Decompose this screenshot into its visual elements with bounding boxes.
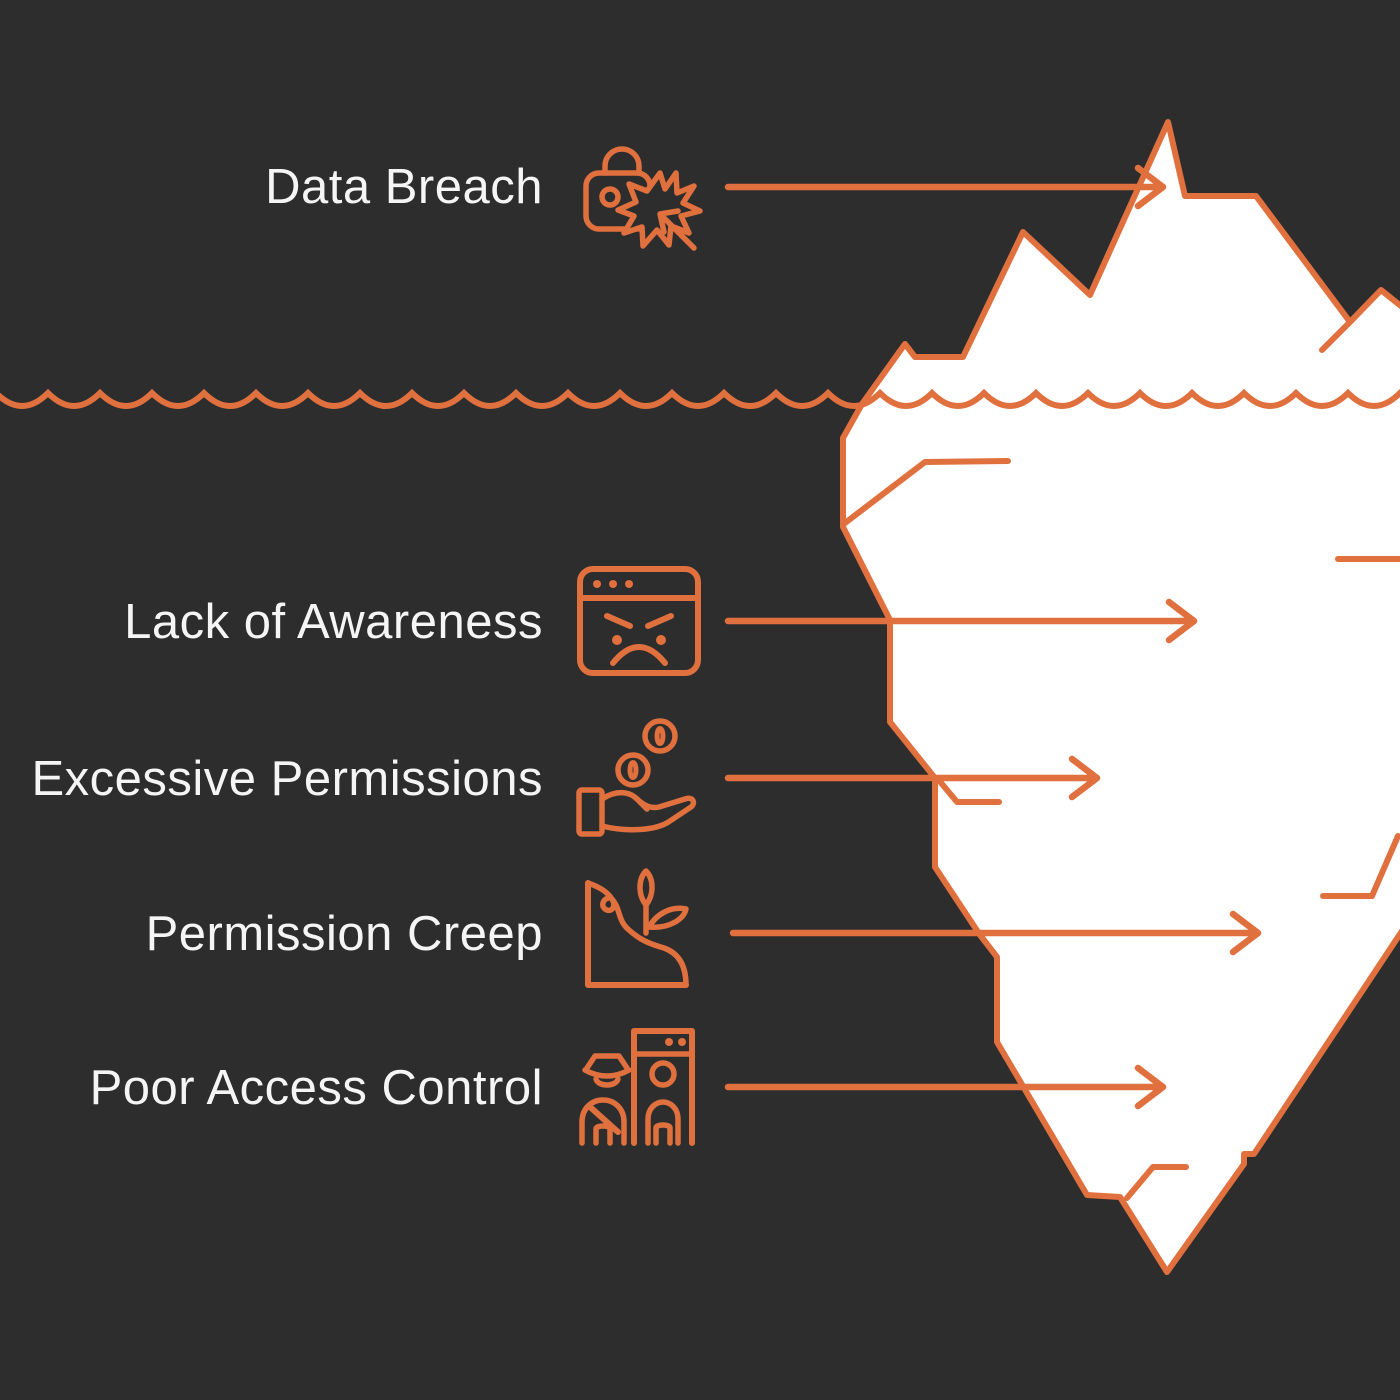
growing-plant-icon (585, 868, 689, 988)
arrow-lack-of-awareness (724, 598, 1198, 644)
label-lack-of-awareness: Lack of Awareness (124, 595, 543, 649)
connector-arrows (724, 164, 1262, 1110)
arrow-permission-creep (729, 910, 1262, 956)
security-gate-icon (579, 1028, 695, 1146)
crack-line (842, 458, 1011, 526)
label-permission-creep: Permission Creep (145, 907, 543, 961)
iceberg-shape (840, 119, 1400, 1275)
crack-line (1319, 319, 1353, 353)
label-poor-access-control: Poor Access Control (89, 1061, 543, 1115)
crack-line (1320, 833, 1400, 899)
arrow-data-breach (724, 164, 1167, 210)
angry-browser-icon (577, 566, 701, 676)
hand-coins-icon (576, 718, 697, 837)
lock-breach-icon (583, 146, 703, 251)
crack-line (934, 775, 1002, 805)
iceberg-crack-lines (842, 319, 1400, 1201)
label-data-breach: Data Breach (265, 160, 543, 214)
arrow-poor-access-control (724, 1064, 1167, 1110)
crack-line (1124, 1164, 1189, 1201)
waterline-wave (0, 388, 1400, 409)
arrow-excessive-permissions (724, 755, 1101, 801)
label-excessive-permissions: Excessive Permissions (31, 752, 543, 806)
